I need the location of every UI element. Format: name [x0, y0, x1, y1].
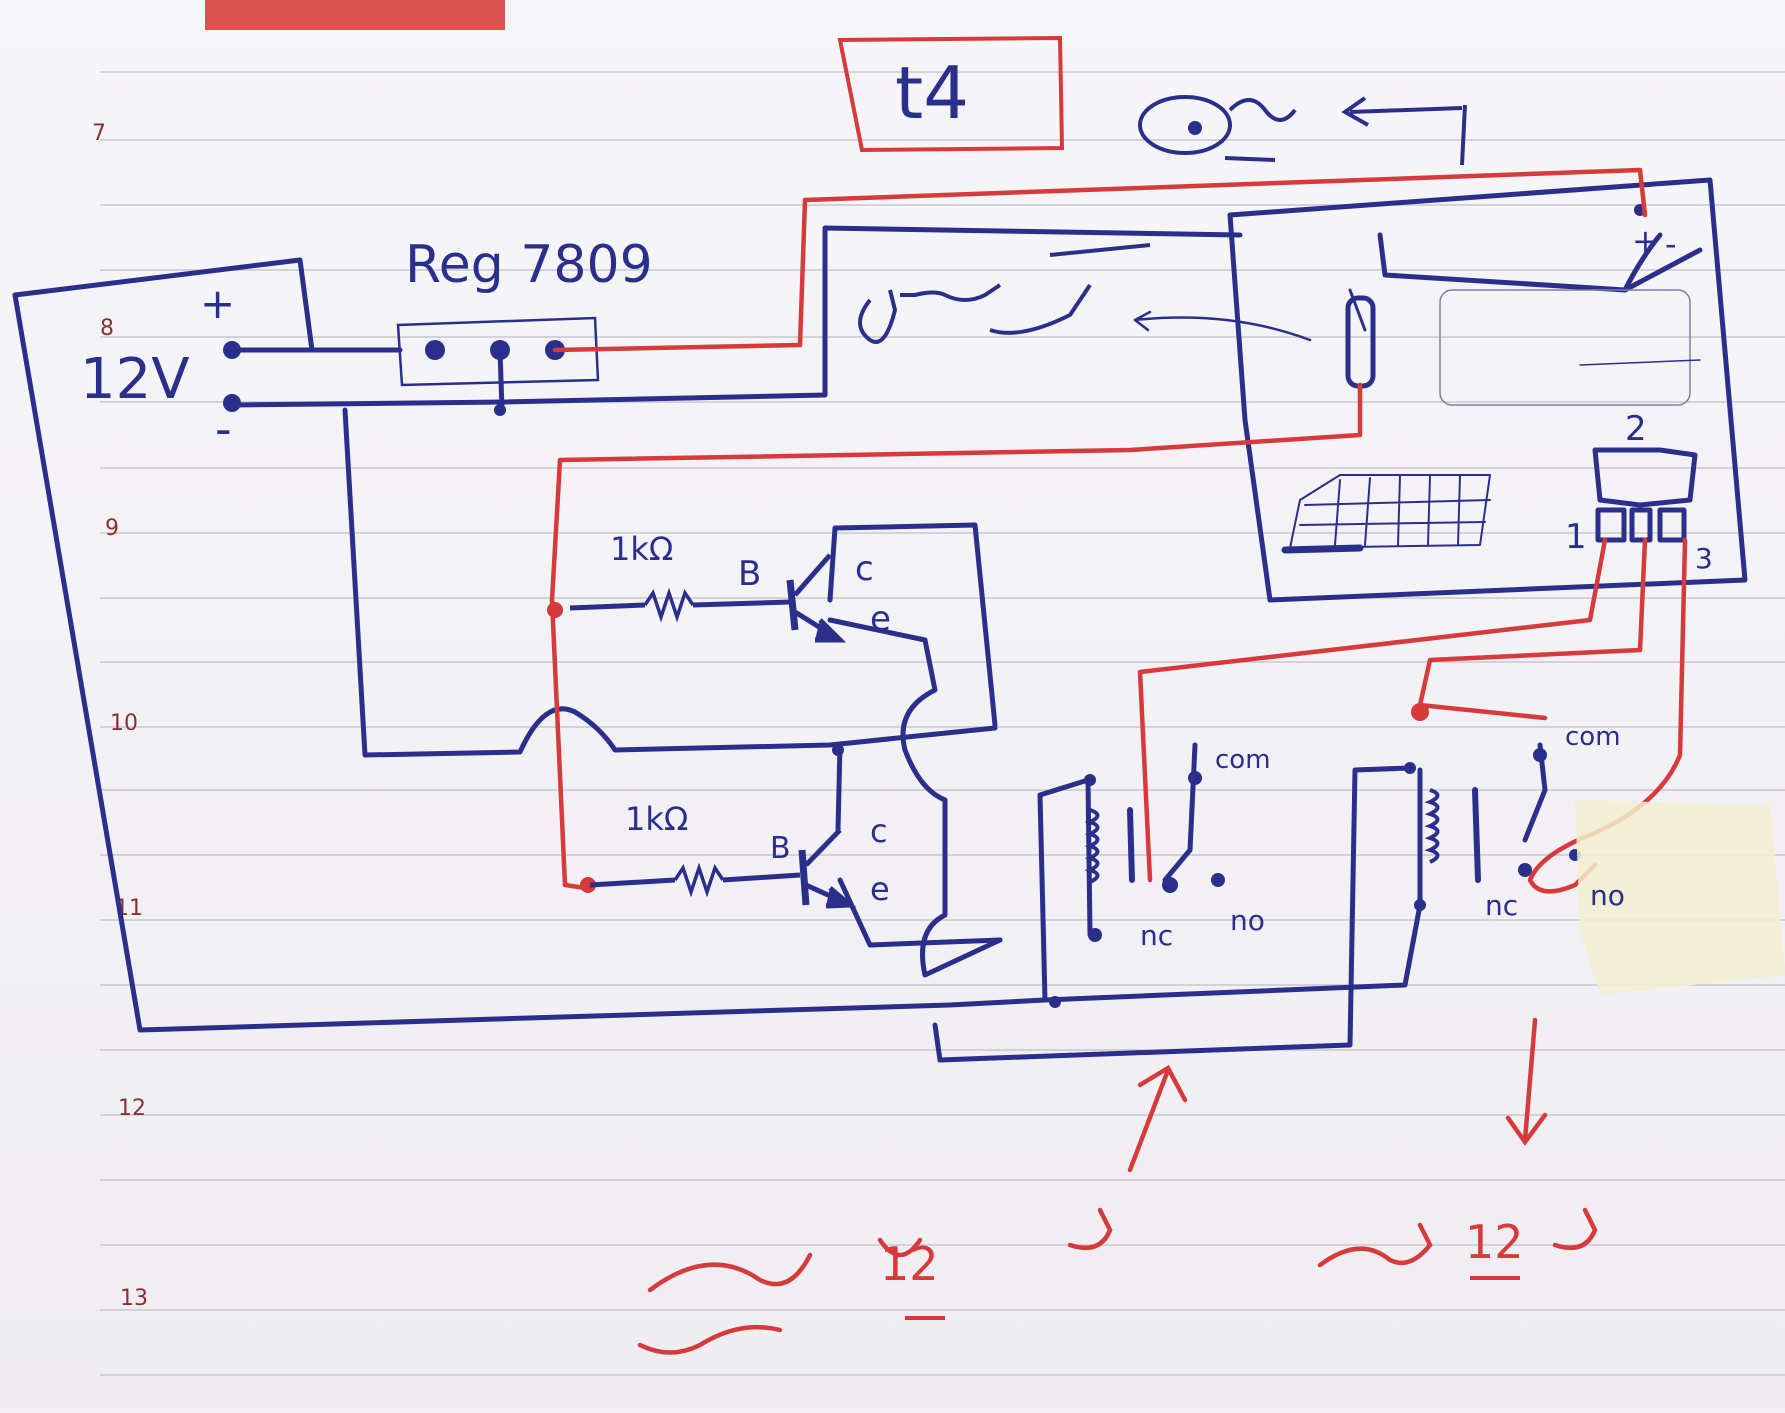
bottom-resistor-label: 1kΩ — [625, 800, 688, 838]
line-number: 8 — [100, 316, 114, 341]
bottom-numbers: 12 12 — [880, 1215, 1524, 1291]
junction-dots — [223, 204, 1646, 1008]
pin-2 — [1629, 507, 1653, 543]
wire-relay-left-coil — [1037, 777, 1093, 1003]
relay-right-com-label: com — [1565, 722, 1621, 752]
relay-coil-icon — [1084, 808, 1100, 884]
wire-collector-top — [827, 522, 998, 728]
relay-coil-icon — [1424, 788, 1440, 864]
arrow-left-icon — [1341, 96, 1369, 127]
tape-patch — [1575, 800, 1785, 995]
module-display — [1439, 289, 1691, 406]
bottom-underlines — [905, 1276, 1520, 1320]
wire-pin2-com — [1417, 537, 1648, 721]
module-outline — [1227, 177, 1748, 603]
relay-right-no-label-over-tape: no — [1590, 879, 1625, 912]
relay-left-com-label: com — [1215, 745, 1271, 775]
wire-plus-top — [12, 257, 315, 353]
top-annotation — [1138, 95, 1467, 166]
header-box: t4 — [837, 35, 1065, 153]
module-scribble — [858, 243, 1151, 344]
header-label: t4 — [895, 51, 969, 135]
ruled-lines — [100, 71, 1785, 1376]
wire-fuse-to-bases — [549, 382, 1363, 603]
line-number: 12 — [118, 1096, 146, 1121]
annotation-loop — [1138, 95, 1232, 155]
top-collector-label: c — [855, 549, 874, 589]
regulator-body — [396, 316, 600, 387]
wire-emitter-bottom — [837, 877, 1003, 948]
wire-pin3-no — [1527, 537, 1688, 894]
supply-minus-sign: - — [215, 402, 232, 456]
pin-3 — [1657, 507, 1687, 543]
wire-outer-ground — [12, 292, 1048, 1033]
wire-pin1-relay — [1137, 537, 1608, 883]
bottom-number-left: 12 — [880, 1237, 939, 1291]
bottom-collector-label: c — [870, 812, 888, 850]
top-base-label: B — [738, 554, 761, 594]
switch-minus-label: - — [1665, 225, 1677, 263]
relay-left-com-wire — [1187, 742, 1198, 853]
npn-transistor-icon — [786, 579, 799, 631]
line-number: 9 — [105, 516, 119, 541]
arrow-up-icon — [1127, 1067, 1171, 1173]
resistor-icon — [643, 587, 695, 623]
wire-emitter-top — [827, 617, 1003, 978]
bottom-annotations — [637, 1017, 1598, 1355]
pin-1 — [1595, 507, 1627, 543]
relay-left-no-label: no — [1230, 904, 1265, 937]
supply-voltage-label: 12V — [80, 347, 190, 412]
transistor-top — [569, 553, 847, 643]
wire-ground-bus — [342, 407, 998, 758]
bottom-number-right: 12 — [1465, 1215, 1524, 1269]
arrow-down-icon — [1522, 1017, 1538, 1143]
npn-transistor-icon — [798, 849, 810, 906]
switch-plus-label: + — [1632, 222, 1659, 260]
pin-header — [1592, 447, 1698, 508]
red-wiring — [549, 167, 1688, 894]
annotation-arrow-line — [1460, 104, 1467, 166]
resistor-icon — [673, 862, 725, 898]
pin-header-label: 2 — [1625, 409, 1647, 449]
relay-coils — [1084, 788, 1440, 884]
module-fuse — [1345, 295, 1376, 389]
labels: 12V + - Reg 7809 1kΩ B c e 1kΩ B c e 2 1… — [80, 222, 1713, 952]
supply-plus-sign: + — [200, 279, 235, 328]
module-grid — [1289, 474, 1491, 549]
bottom-emitter-label: e — [870, 870, 890, 908]
bottom-base-label: B — [770, 831, 791, 866]
header-box-border — [837, 35, 1065, 153]
top-red-strip — [205, 0, 505, 30]
pin-1-label: 1 — [1565, 517, 1587, 557]
module-switch-wire — [1377, 232, 1703, 293]
line-number: 13 — [120, 1286, 148, 1311]
line-number: 10 — [110, 711, 138, 736]
wire-relay-right-coil — [1042, 767, 1423, 1003]
top-resistor-label: 1kΩ — [610, 530, 673, 568]
red-junctions — [547, 602, 1429, 893]
wire-9v-out — [552, 167, 1648, 353]
margin-numbers: 7 8 9 10 11 12 13 — [92, 121, 148, 1311]
wire-relay-bus — [932, 765, 1413, 1063]
line-number: 7 — [92, 121, 106, 146]
annotation-scribble — [1228, 98, 1297, 122]
regulator-label: Reg 7809 — [405, 235, 653, 295]
pin-3-label: 3 — [1695, 542, 1713, 575]
relay-right-nc-label: nc — [1485, 889, 1518, 922]
top-emitter-label: e — [870, 599, 891, 639]
wire-minus-rail — [232, 225, 1243, 408]
relay-left-nc-label: nc — [1140, 919, 1173, 952]
transistor-bottom — [589, 828, 857, 909]
